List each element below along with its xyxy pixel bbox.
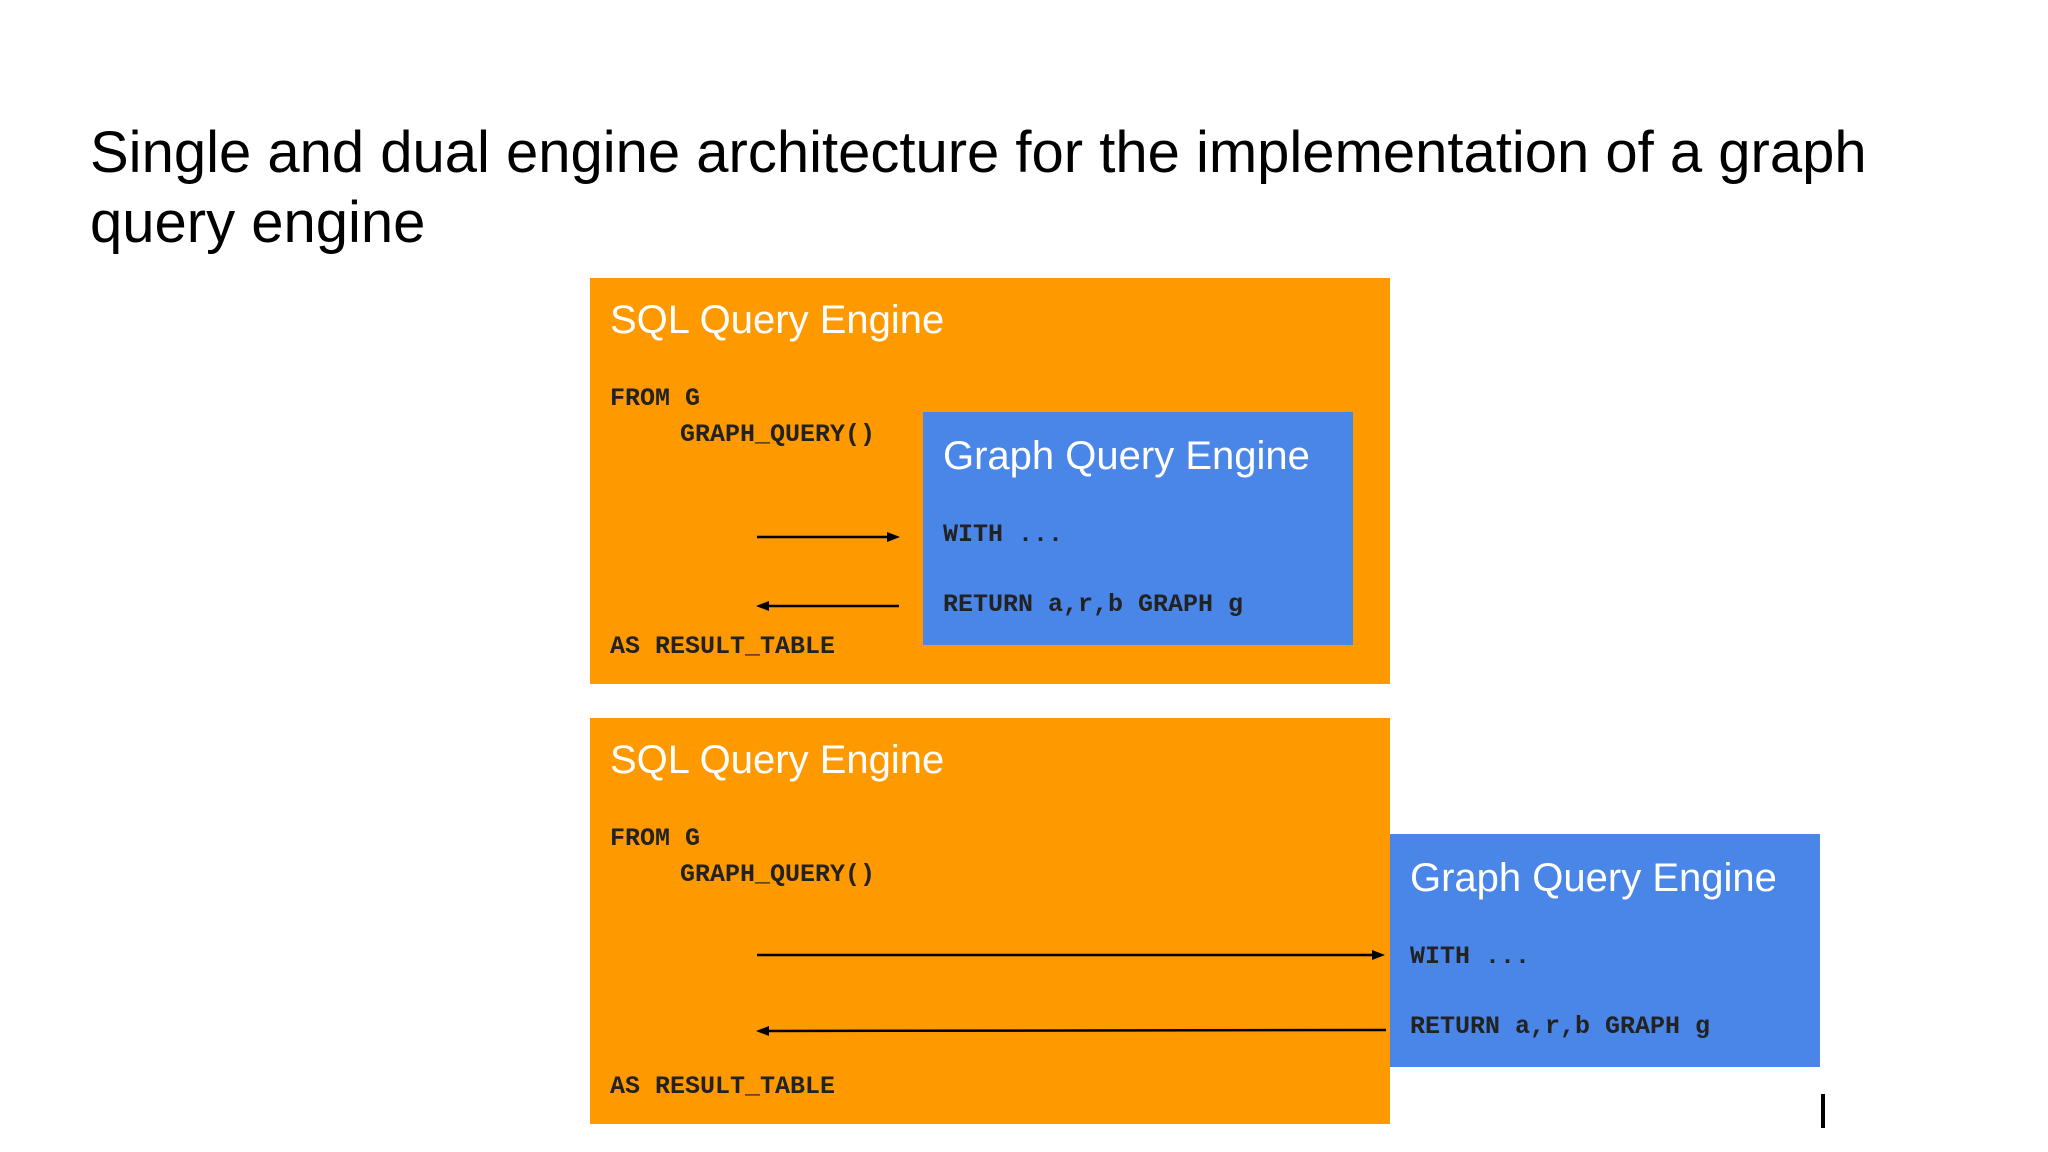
text-cursor — [1821, 1094, 1825, 1128]
single-engine-from-code: FROM G — [610, 384, 701, 413]
single-engine-as-code: AS RESULT_TABLE — [610, 632, 836, 661]
dual-engine-sql-box: SQL Query Engine FROM G GRAPH_QUERY() AS… — [590, 718, 1390, 1124]
dual-engine-graph-title: Graph Query Engine — [1410, 856, 1777, 900]
dual-engine-with-code: WITH ... — [1410, 942, 1531, 971]
dual-engine-return-code: RETURN a,r,b GRAPH g — [1410, 1012, 1711, 1041]
dual-engine-graph-box: Graph Query Engine WITH ... RETURN a,r,b… — [1390, 834, 1820, 1067]
single-engine-return-code: RETURN a,r,b GRAPH g — [943, 590, 1244, 619]
dual-engine-graph-query-code: GRAPH_QUERY() — [680, 860, 876, 889]
dual-engine-from-code: FROM G — [610, 824, 701, 853]
single-engine-graph-query-code: GRAPH_QUERY() — [680, 420, 876, 449]
dual-engine-as-code: AS RESULT_TABLE — [610, 1072, 836, 1101]
single-engine-with-code: WITH ... — [943, 520, 1064, 549]
dual-engine-sql-title: SQL Query Engine — [610, 738, 945, 782]
single-engine-sql-title: SQL Query Engine — [610, 298, 945, 342]
single-engine-graph-box: Graph Query Engine WITH ... RETURN a,r,b… — [923, 412, 1353, 645]
slide-title: Single and dual engine architecture for … — [90, 120, 1867, 255]
single-engine-graph-title: Graph Query Engine — [943, 434, 1310, 478]
